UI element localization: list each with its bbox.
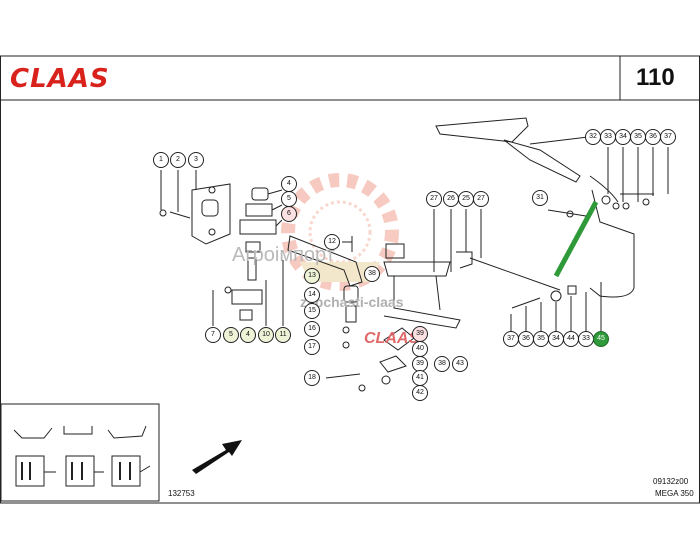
part-callout[interactable]: 35 [630,129,646,145]
part-callout[interactable]: 7 [205,327,221,343]
part-callout[interactable]: 31 [532,190,548,206]
part-callout[interactable]: 35 [533,331,549,347]
part-callout[interactable]: 5 [223,327,239,343]
drawing-code: 09132z00 [653,477,689,486]
part-callout[interactable]: 36 [645,129,661,145]
tension-rod-highlight [553,200,599,278]
watermark-text: Агроімпорт [232,244,335,266]
part-callout[interactable]: 15 [304,303,320,319]
page-number: 110 [636,64,675,91]
mounting-sequence-panel [0,403,160,502]
part-callout[interactable]: 4 [240,327,256,343]
part-callout[interactable]: 36 [518,331,534,347]
travel-direction-arrow-icon [192,440,242,474]
part-callout[interactable]: 43 [452,356,468,372]
part-callout[interactable]: 13 [304,268,320,284]
part-callout[interactable]: 34 [548,331,564,347]
part-callout[interactable]: 17 [304,339,320,355]
part-callout[interactable]: 10 [258,327,274,343]
part-callout[interactable]: 14 [304,287,320,303]
rubber-blocks [212,187,284,326]
model-name: MEGA 350 [655,489,694,498]
part-callout[interactable]: 5 [281,191,297,207]
rod-hardware [510,209,602,332]
part-callout[interactable]: 6 [281,206,297,222]
part-callout[interactable]: 38 [364,266,380,282]
pivot-frame [379,209,561,385]
part-callout[interactable]: 12 [324,234,340,250]
part-callout-selected[interactable]: 45 [593,331,609,347]
part-callout[interactable]: 2 [170,152,186,168]
part-callout[interactable]: 39 [412,326,428,342]
part-callout[interactable]: 33 [578,331,594,347]
claas-logo: CLAAS [10,64,110,94]
part-callout[interactable]: 34 [615,129,631,145]
part-callout[interactable]: 32 [585,129,601,145]
part-callout[interactable]: 27 [426,191,442,207]
part-callout[interactable]: 3 [188,152,204,168]
part-callout[interactable]: 25 [458,191,474,207]
part-callout[interactable]: 37 [503,331,519,347]
upper-frame [435,117,669,298]
part-callout[interactable]: 42 [412,385,428,401]
part-callout[interactable]: 18 [304,370,320,386]
part-callout[interactable]: 41 [412,370,428,386]
watermark-brand: CLAAS [364,330,420,347]
part-callout[interactable]: 1 [153,152,169,168]
sheet-code: 132753 [168,489,195,498]
part-callout[interactable]: 44 [563,331,579,347]
part-callout[interactable]: 37 [660,129,676,145]
part-callout[interactable]: 33 [600,129,616,145]
part-callout[interactable]: 27 [473,191,489,207]
part-callout[interactable]: 26 [443,191,459,207]
part-callout[interactable]: 38 [434,356,450,372]
part-callout[interactable]: 4 [281,176,297,192]
watermark-domain: zapchasti-claas [300,294,404,310]
bracket-assembly [159,170,231,245]
part-callout[interactable]: 40 [412,341,428,357]
swing-arm [287,235,366,392]
part-callout[interactable]: 16 [304,321,320,337]
part-callout[interactable]: 11 [275,327,291,343]
